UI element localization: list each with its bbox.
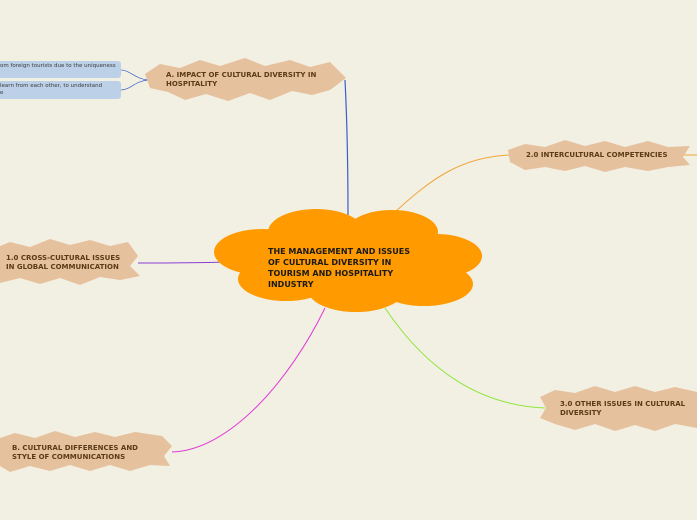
connector-leaf1 [120, 69, 149, 81]
topic-label-impact-line-2: HOSPITALITY [166, 80, 218, 88]
connector-crosscultural [137, 261, 229, 264]
topic-label-differences-line-1: b. CULTURAL DIFFERENCES AND [12, 444, 138, 452]
topic-node-other[interactable] [540, 386, 697, 431]
subtopic-leaf-1[interactable]: om foreign tourists due to the uniquenes… [0, 61, 121, 78]
central-label-line-4: INDUSTRY [268, 280, 314, 289]
topic-node-intercultural[interactable] [508, 140, 690, 172]
topic-label-other: 3.0 OTHER ISSUES IN CULTURAL DIVERSITY [560, 400, 685, 418]
central-label-line-2: OF CULTURAL DIVERSITY IN [268, 258, 392, 267]
topic-label-other-line-1: 3.0 OTHER ISSUES IN CULTURAL [560, 400, 686, 408]
connector-leaf2 [120, 79, 149, 91]
topic-label-differences: b. CULTURAL DIFFERENCES AND STYLE OF COM… [12, 444, 138, 462]
connector-impact [344, 79, 349, 216]
central-node-label: THE MANAGEMENT AND ISSUES OF CULTURAL DI… [268, 246, 448, 290]
topic-label-impact-line-1: a. IMPACT OF CULTURAL DIVERSITY IN [166, 71, 317, 79]
topic-node-differences[interactable] [0, 431, 172, 472]
topic-label-crosscultural-line-2: IN GLOBAL COMMUNICATION [6, 263, 119, 271]
central-label-line-3: TOURISM AND HOSPITALITY [268, 269, 394, 278]
topic-label-crosscultural-line-1: 1.0 CROSS-CULTURAL ISSUES [6, 254, 121, 262]
topic-label-impact: a. IMPACT OF CULTURAL DIVERSITY IN HOSPI… [166, 71, 316, 89]
topic-label-crosscultural: 1.0 CROSS-CULTURAL ISSUES IN GLOBAL COMM… [6, 254, 120, 272]
subtopic-leaf-2[interactable]: learn from each other, to understand e [0, 81, 121, 99]
central-label-line-1: THE MANAGEMENT AND ISSUES [268, 247, 411, 256]
connector-differences [171, 307, 326, 453]
topic-label-intercultural-line-1: 2.0 INTERCULTURAL COMPETENCIES [526, 151, 668, 159]
topic-label-intercultural: 2.0 INTERCULTURAL COMPETENCIES [526, 151, 667, 160]
topic-label-other-line-2: DIVERSITY [560, 409, 602, 417]
connector-intercultural [394, 154, 697, 213]
subtopic-leaf-1-text: om foreign tourists due to the uniquenes… [0, 63, 116, 69]
topic-node-impact[interactable] [145, 58, 346, 101]
subtopic-leaf-2-line-2: e [0, 90, 4, 96]
connector-other [384, 307, 546, 409]
subtopic-leaf-2-line-1: learn from each other, to understand [0, 83, 103, 89]
topic-node-crosscultural[interactable] [0, 239, 140, 285]
central-node-cloud[interactable] [214, 209, 482, 312]
topic-label-differences-line-2: STYLE OF COMMUNICATIONS [12, 453, 126, 461]
